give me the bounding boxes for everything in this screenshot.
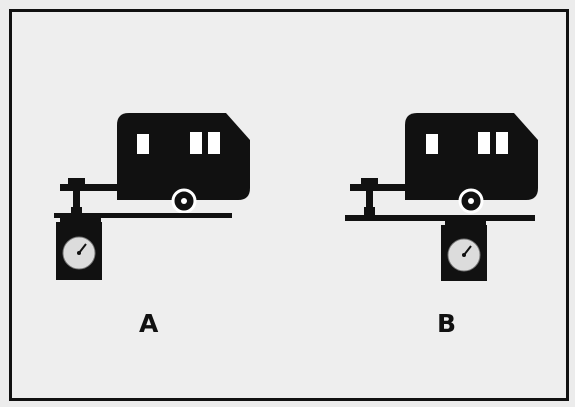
hitch-jack-icon [361, 178, 378, 218]
scale-icon [441, 221, 487, 281]
window-icon [496, 132, 508, 154]
panel-b-label: B [437, 311, 456, 336]
ground-line [345, 215, 535, 221]
window-icon [426, 134, 438, 154]
window-icon [478, 132, 490, 154]
camper-trailer-icon [350, 113, 538, 212]
